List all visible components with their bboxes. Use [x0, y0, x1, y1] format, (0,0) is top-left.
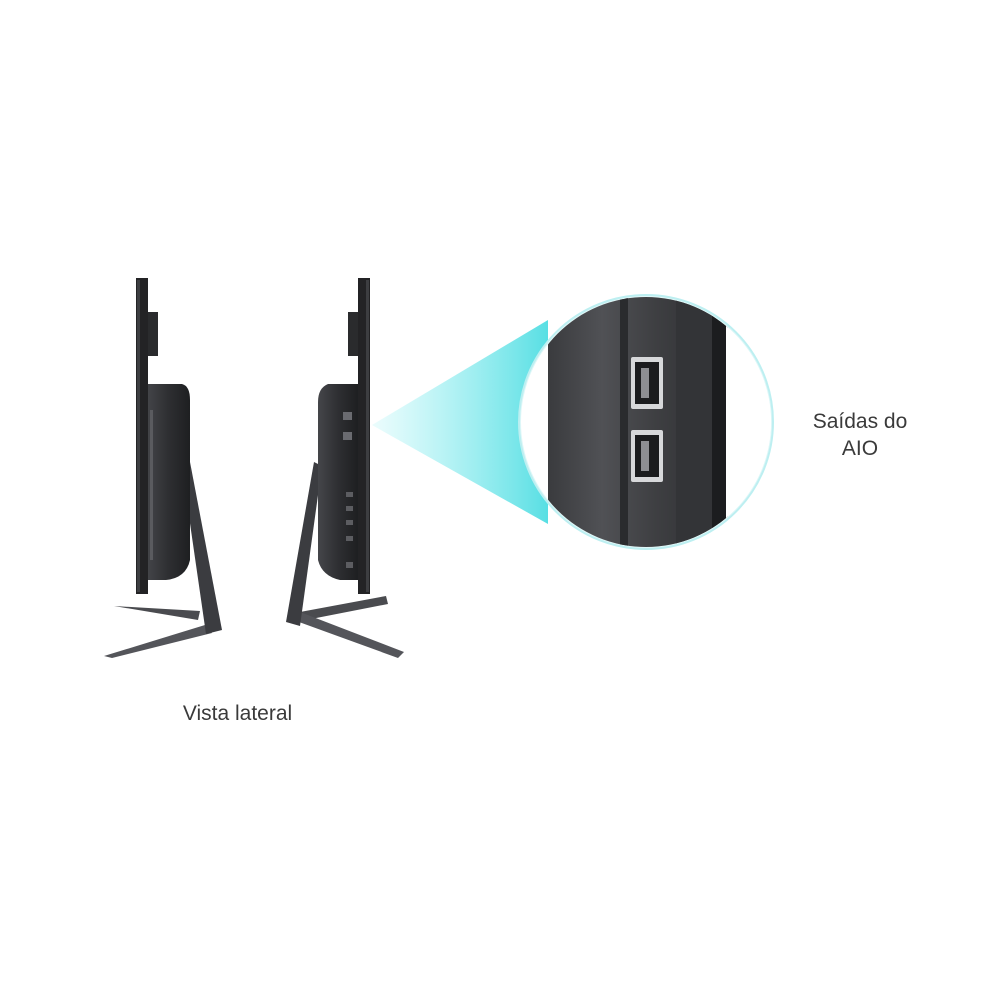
left-stand-front-leg — [104, 625, 212, 658]
side-view-caption: Vista lateral — [182, 702, 293, 725]
right-camera-bump — [348, 312, 358, 356]
usb-port-icon — [631, 357, 663, 409]
right-stand-rear-leg — [300, 596, 388, 620]
left-stand-rear-leg — [114, 606, 200, 620]
right-stand-front-leg — [288, 612, 404, 658]
highlight-beam — [372, 320, 548, 524]
left-stand-arm — [182, 462, 222, 634]
left-camera-bump — [148, 312, 158, 356]
zoom-detail-circle — [518, 294, 774, 550]
right-body-ports — [343, 412, 353, 568]
left-body-housing — [146, 384, 190, 580]
outputs-caption: Saídas do AIO — [775, 408, 945, 463]
left-body-panel-line — [150, 410, 153, 560]
outputs-caption-line-2: AIO — [841, 437, 879, 461]
aio-left-view — [104, 278, 222, 658]
aio-right-view — [286, 278, 404, 658]
usb-port-icon — [631, 430, 663, 482]
outputs-caption-line-1: Saídas do — [812, 410, 908, 433]
right-stand-arm — [286, 462, 322, 626]
